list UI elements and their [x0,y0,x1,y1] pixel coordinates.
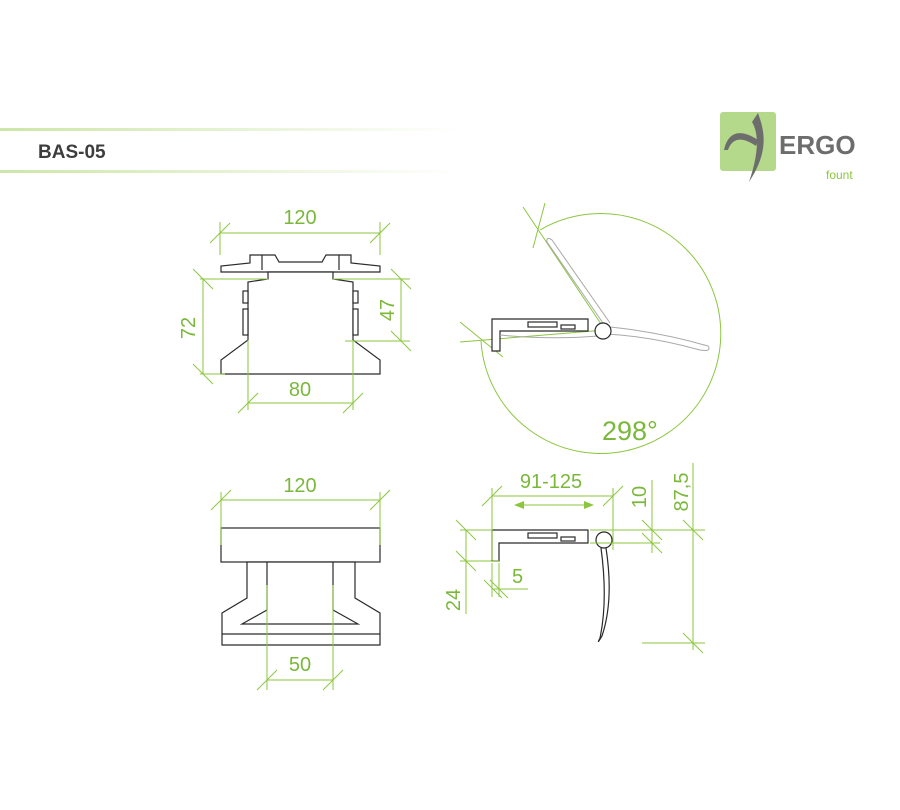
logo-brand: ERGO [779,130,856,160]
dim-bottom-inner: 50 [289,654,311,676]
dim-depth-range: 91-125 [520,471,582,493]
dim-front-body-height: 47 [377,299,399,321]
ergofount-logo: ERGO fount [720,112,856,182]
header-rule-top [0,128,460,131]
dim-total-height: 87,5 [671,473,693,512]
bottom-view: 120 50 [210,475,391,691]
dim-bottom-width: 120 [283,475,316,497]
front-view: 120 72 47 80 [178,207,412,414]
dim-leg-thickness: 5 [512,566,523,588]
dim-front-body-width: 80 [289,379,311,401]
model-title: BAS-05 [38,142,106,163]
dim-hinge-offset: 10 [629,486,651,508]
rotation-view: 298° [459,202,722,454]
dim-front-width: 120 [283,207,316,229]
logo-sub: fount [826,168,853,182]
dim-front-height: 72 [178,317,200,339]
header-rule-bottom [0,170,460,173]
dim-leg-height: 24 [443,589,465,611]
logo-swoosh-icon [749,113,764,182]
rotation-angle: 298° [602,416,658,446]
side-view: 91-125 10 87,5 24 5 [443,463,705,654]
